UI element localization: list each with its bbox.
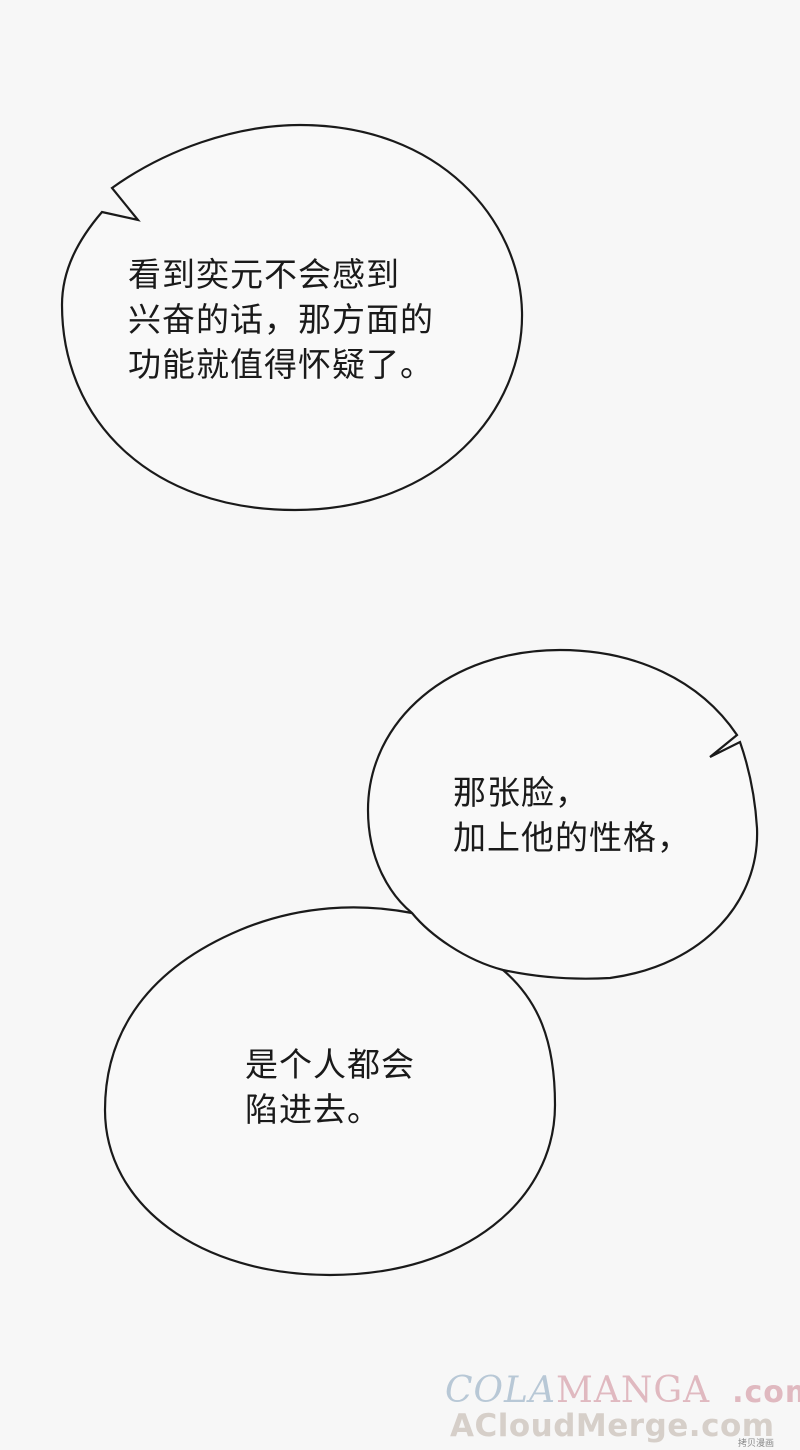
bubble-1-line-3: 功能就值得怀疑了。 bbox=[128, 345, 434, 384]
speech-bubble-1 bbox=[60, 123, 524, 512]
bubble-2-line-2: 加上他的性格， bbox=[453, 818, 691, 857]
bubble-2-line-1: 那张脸， bbox=[453, 773, 589, 812]
site-watermark: COLAMANGA .com ACloudMerge.com 拷贝漫画 bbox=[440, 1368, 800, 1450]
speech-bubble-2-text: 那张脸， 加上他的性格， bbox=[453, 770, 691, 860]
watermark-colamanga: COLAMANGA .com bbox=[445, 1370, 800, 1411]
bubble-3-line-1: 是个人都会 bbox=[245, 1045, 415, 1084]
watermark-manga: MANGA bbox=[555, 1370, 711, 1411]
watermark-com: .com bbox=[732, 1375, 800, 1410]
speech-bubble-1-text: 看到奕元不会感到 兴奋的话，那方面的 功能就值得怀疑了。 bbox=[128, 252, 434, 387]
watermark-cola: COLA bbox=[445, 1370, 556, 1411]
bubble-3-line-2: 陷进去。 bbox=[245, 1090, 381, 1129]
speech-bubble-3 bbox=[103, 906, 557, 1277]
speech-bubble-3-text: 是个人都会 陷进去。 bbox=[245, 1042, 415, 1132]
bubble-1-line-2: 兴奋的话，那方面的 bbox=[128, 300, 434, 339]
speech-bubble-2 bbox=[366, 648, 759, 980]
watermark-small-label: 拷贝漫画 bbox=[738, 1436, 775, 1449]
bubble-1-line-1: 看到奕元不会感到 bbox=[128, 255, 400, 294]
watermark-acloudmerge: ACloudMerge.com bbox=[450, 1408, 775, 1444]
